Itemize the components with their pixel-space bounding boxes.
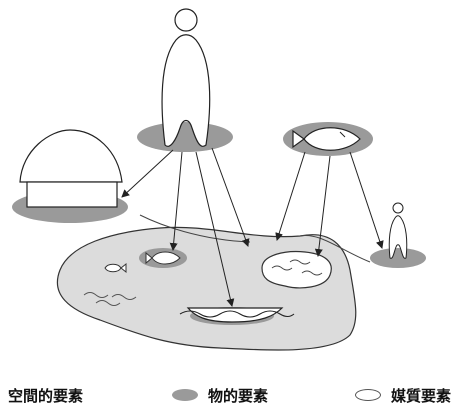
island-fish-icon [139,248,187,268]
arrow-to-house [121,149,174,198]
pond-icon [261,250,332,289]
legend-medium: 媒質要素 [355,384,451,406]
arrow-to-island-fish [169,151,183,251]
fish-icon [283,122,373,156]
legend-spatial-label: 空間的要素 [8,386,84,405]
island-icon [56,226,357,351]
gray-ellipse-icon [172,389,198,401]
arrow-to-boat [195,151,235,307]
diagram [12,8,426,351]
legend-spatial: 空間的要素 [8,384,83,406]
legend-material-label: 物的要素 [208,386,269,405]
white-ellipse-icon [355,389,381,401]
legend-material: 物的要素 [172,384,268,406]
small-person-icon [370,202,426,268]
arrow-fish-to-island [275,151,306,241]
house-icon [12,129,128,223]
arrows [121,147,384,307]
legend-medium-label: 媒質要素 [391,386,452,405]
coastline [139,214,371,263]
large-person-icon [137,8,233,152]
arrow-fish-to-person [349,151,384,249]
boat-icon [179,307,295,325]
small-fish-outline-icon [104,262,127,274]
arrow-to-coast [211,147,250,247]
arrow-fish-to-pond [314,155,331,257]
